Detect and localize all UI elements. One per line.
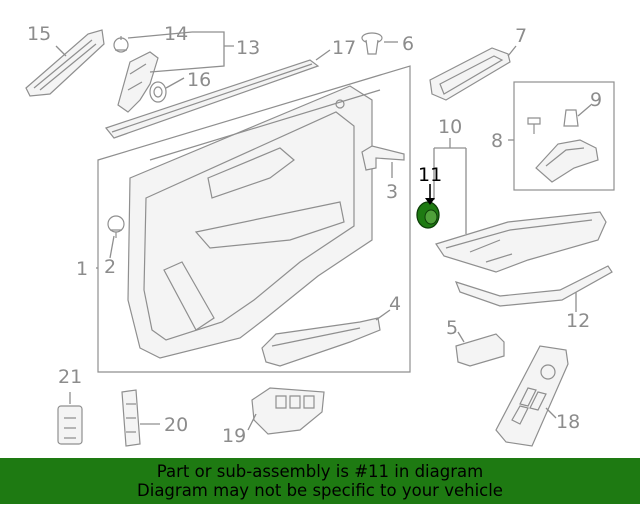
callout-17: 17: [332, 37, 356, 59]
info-banner: Part or sub-assembly is #11 in diagram D…: [0, 458, 640, 504]
callout-15: 15: [27, 23, 51, 45]
callout-20: 20: [164, 414, 188, 436]
part-13-bracket: [117, 51, 159, 113]
part-14-clip: [113, 36, 129, 53]
callout-14: 14: [164, 23, 188, 45]
part-19-seat-switch: [251, 387, 325, 435]
callout-19: 19: [222, 425, 246, 447]
callout-7: 7: [515, 25, 527, 47]
callout-13: 13: [236, 37, 260, 59]
callout-2: 2: [104, 256, 116, 278]
callout-16: 16: [187, 69, 211, 91]
callout-11: 11: [418, 164, 442, 186]
callout-numbers: 15 14 13 16 17 6 7 8 9 10 11 1 2 3 4 5 1…: [27, 23, 602, 447]
callout-4: 4: [389, 293, 401, 315]
callout-18: 18: [556, 411, 580, 433]
callout-1: 1: [76, 258, 88, 280]
banner-line-2: Diagram may not be specific to your vehi…: [137, 481, 503, 500]
part-8-handle: [535, 139, 599, 183]
part-1-door-panel: [127, 85, 381, 359]
part-12-molding-strip: [454, 265, 613, 307]
part-2-clip: [107, 215, 125, 238]
part-21-switch: [57, 405, 83, 445]
part-17-belt-molding: [104, 59, 320, 139]
part-1-door-panel-box: [97, 65, 411, 373]
callout-8: 8: [491, 130, 503, 152]
part-11-switch-cap: [416, 201, 440, 229]
part-5-housing: [455, 333, 505, 367]
parts-diagram: 15 14 13 16 17 6 7 8 9 10 11 1 2 3 4 5 1…: [25, 23, 615, 447]
part-16-nut: [149, 81, 167, 103]
part-7-handle-bezel: [429, 47, 511, 101]
part-20-switch-module: [121, 389, 141, 447]
part-10-armrest: [435, 211, 607, 273]
part-15-mirror-trim: [25, 29, 105, 97]
part-6-push-pin: [361, 32, 383, 55]
callout-10: 10: [438, 116, 462, 138]
part-9-bolt: [527, 109, 579, 134]
callout-12: 12: [566, 310, 590, 332]
banner-line-1: Part or sub-assembly is #11 in diagram: [156, 462, 484, 481]
callout-5: 5: [446, 317, 458, 339]
callout-9: 9: [590, 89, 602, 111]
callout-21: 21: [58, 366, 82, 388]
leader-lines: [55, 31, 593, 431]
part-3-bracket: [361, 145, 405, 171]
callout-6: 6: [402, 33, 414, 55]
part-18-window-switch: [495, 345, 569, 447]
part-4-lower-trim: [261, 317, 381, 367]
part-8-box: [513, 81, 615, 191]
callout-3: 3: [386, 181, 398, 203]
